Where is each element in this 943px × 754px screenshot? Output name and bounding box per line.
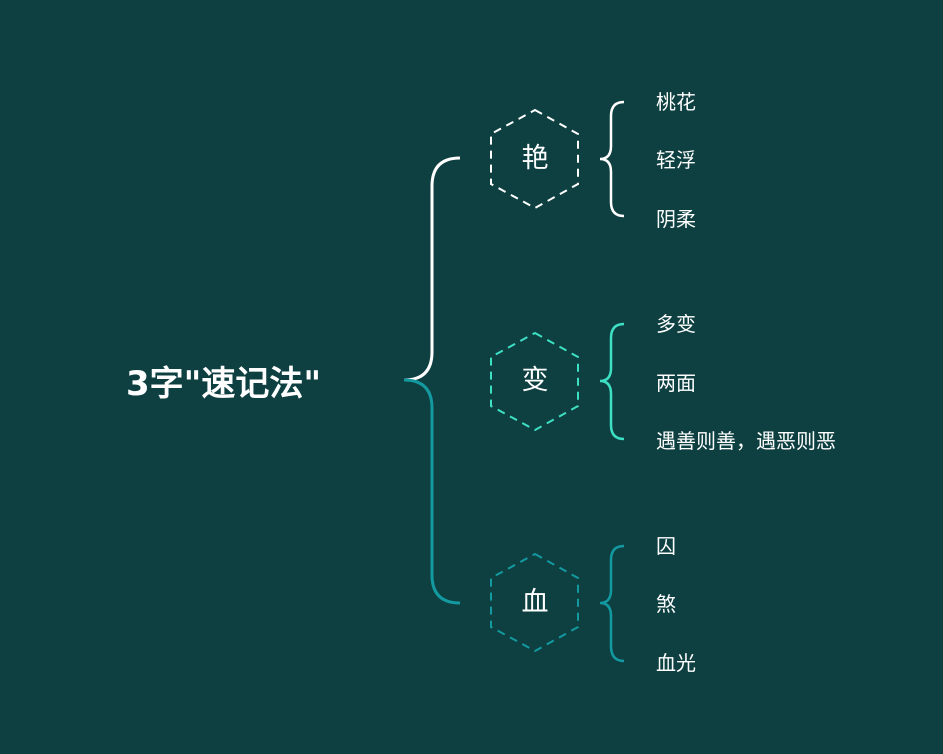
branch-2-key: 变 [521,365,549,396]
branch-1-key: 艳 [521,143,549,174]
hexagon-branch-2 [490,331,579,432]
main-connector-bottom [403,378,461,605]
brace-branch-2 [599,322,625,441]
hexagon-branch-3 [490,552,579,653]
branch-3-key: 血 [521,587,549,618]
hexagon-branch-1 [490,108,579,210]
branch-3-item-1: 囚 [656,534,676,558]
branch-1-item-2: 轻浮 [656,148,696,172]
branch-2-item-2: 两面 [656,371,696,395]
branch-3-item-2: 煞 [656,592,676,616]
branch-1-item-3: 阴柔 [656,207,696,231]
brace-branch-3 [599,544,625,663]
branch-2-item-1: 多变 [656,312,696,336]
main-connector-top [403,156,461,382]
brace-branch-1 [599,100,625,218]
mind-map-title: 3字"速记法" [126,364,322,404]
branch-1-item-1: 桃花 [656,90,696,114]
branch-3-item-3: 血光 [656,651,696,675]
branch-2-item-3: 遇善则善，遇恶则恶 [656,429,836,453]
